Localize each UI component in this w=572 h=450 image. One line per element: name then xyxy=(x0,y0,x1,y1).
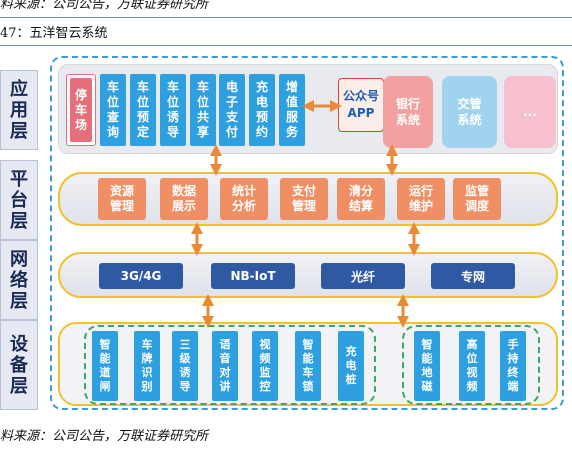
platform-item: 支付管理 xyxy=(280,178,328,220)
caption-top-rule xyxy=(0,17,572,18)
app-function-item: 车位预定 xyxy=(130,74,156,146)
official-account-app-box: 公众号 APP xyxy=(338,78,384,132)
app-function-item: 车位共享 xyxy=(190,74,216,146)
app-function-item: 车位诱导 xyxy=(160,74,186,146)
platform-item: 运行维护 xyxy=(397,178,445,220)
device-item: 三级诱导 xyxy=(172,331,198,401)
layer-label-application: 应用层 xyxy=(0,70,38,150)
network-item: NB-IoT xyxy=(211,263,295,289)
layer-label-device: 设备层 xyxy=(0,320,38,410)
previous-caption-fragment: 料来源：公司公告，万联证券研究所 xyxy=(0,0,209,12)
layer-label-platform: 平台层 xyxy=(0,160,38,240)
figure-title: 47：五洋智云系统 xyxy=(0,26,108,41)
device-group-2-frame xyxy=(402,325,540,405)
device-group-1-frame xyxy=(84,325,376,405)
layer-label-network: 网络层 xyxy=(0,240,38,320)
system-frame xyxy=(50,56,564,410)
device-item: 语音对讲 xyxy=(212,331,238,401)
platform-item: 清分结算 xyxy=(337,178,385,220)
device-item: 智能车锁 xyxy=(295,331,321,401)
app-function-item: 增值服务 xyxy=(279,74,305,146)
platform-item: 数据展示 xyxy=(160,178,208,220)
app-function-item: 充电预约 xyxy=(249,74,275,146)
device-item: 智能道闸 xyxy=(92,331,118,401)
device-item: 高位视频 xyxy=(459,331,485,401)
device-item: 车牌识别 xyxy=(134,331,160,401)
device-item: 充电桩 xyxy=(338,331,364,401)
traffic-system-box: 交管系统 xyxy=(442,76,497,148)
parking-lot-box: 停车场 xyxy=(66,74,96,146)
network-item: 光纤 xyxy=(321,263,405,289)
network-item: 专网 xyxy=(431,263,515,289)
device-item: 智能地磁 xyxy=(414,331,440,401)
app-function-item: 电子支付 xyxy=(219,74,245,146)
platform-item: 资源管理 xyxy=(98,178,146,220)
network-item: 3G/4G xyxy=(99,263,183,289)
parking-lot-label: 停车场 xyxy=(70,78,92,142)
device-item: 视频监控 xyxy=(252,331,278,401)
device-item: 手持终端 xyxy=(500,331,526,401)
platform-item: 监管调度 xyxy=(453,178,501,220)
more-systems-box: ... xyxy=(504,76,556,148)
app-function-item: 车位查询 xyxy=(100,74,126,146)
caption-bottom-rule xyxy=(0,45,572,46)
source-note: 料来源：公司公告，万联证券研究所 xyxy=(0,429,209,444)
bank-system-box: 银行系统 xyxy=(383,76,433,148)
platform-item: 统计分析 xyxy=(220,178,268,220)
